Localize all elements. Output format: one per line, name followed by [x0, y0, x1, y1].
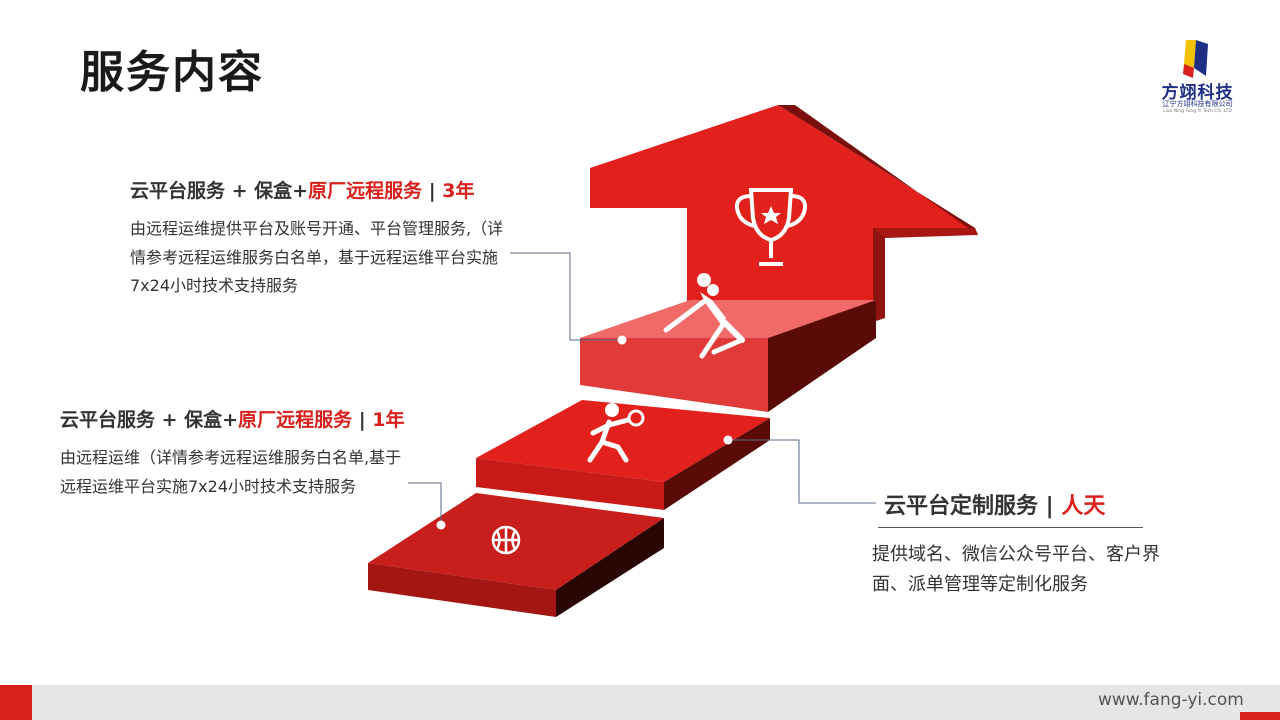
footer-accent-left — [0, 685, 32, 720]
basketball-icon — [491, 525, 521, 555]
service-description: 由远程运维提供平台及账号开通、平台管理服务,（详情参考远程运维服务白名单，基于远… — [130, 219, 504, 295]
trophy-icon — [734, 188, 808, 266]
logo-mark-icon — [1183, 40, 1208, 78]
service-description: 提供域名、微信公众号平台、客户界面、派单管理等定制化服务 — [872, 544, 1160, 595]
service-heading: 云平台服务 + 保盒+原厂远程服务 | 3年 — [130, 180, 475, 202]
service-block-custom: 云平台定制服务 | 人天 提供域名、微信公众号平台、客户界面、派单管理等定制化服… — [872, 488, 1160, 595]
company-logo: 方翊科技 辽宁方翊科技有限公司 Liao Ning Fang Yi Tech C… — [1150, 38, 1245, 118]
runner-ball-icon — [627, 409, 645, 427]
service-block-1-year: 云平台服务 + 保盒+原厂远程服务 | 1年 由远程运维（详情参考远程运维服务白… — [60, 405, 410, 501]
basketball-dunk-icon — [663, 273, 745, 359]
footer-url[interactable]: www.fang-yi.com — [1098, 690, 1244, 710]
logo-subtitle: 辽宁方翊科技有限公司 — [1162, 100, 1233, 108]
logo-name: 方翊科技 — [1161, 83, 1234, 103]
service-description: 由远程运维（详情参考远程运维服务白名单,基于远程运维平台实施7x24小时技术支持… — [60, 448, 402, 496]
service-block-3-years: 云平台服务 + 保盒+原厂远程服务 | 3年 由远程运维提供平台及账号开通、平台… — [130, 176, 510, 301]
footer-accent-right — [1240, 712, 1280, 720]
logo-english: Liao Ning Fang Yi Tech CO.,LTD — [1163, 109, 1232, 114]
footer-bar — [0, 685, 1280, 720]
service-heading: 云平台服务 + 保盒+原厂远程服务 | 1年 — [60, 409, 405, 431]
service-heading: 云平台定制服务 | 人天 — [884, 494, 1106, 519]
runner-icon — [587, 403, 631, 463]
page-title: 服务内容 — [80, 47, 264, 98]
heading-underline — [878, 527, 1143, 528]
trophy-star-icon — [761, 206, 781, 224]
